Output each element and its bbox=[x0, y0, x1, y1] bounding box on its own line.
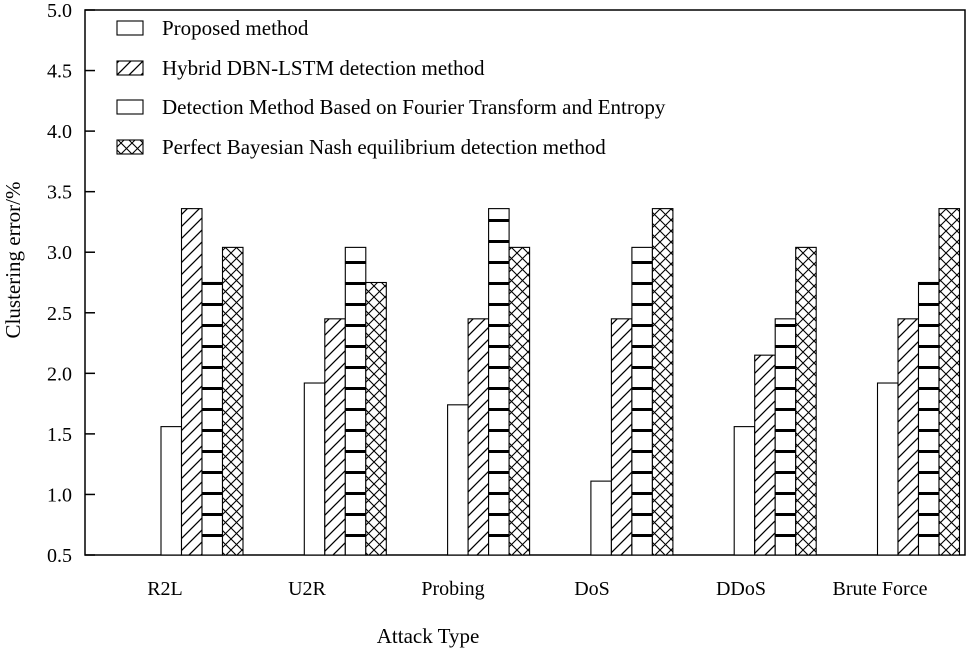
y-tick-label: 1.5 bbox=[47, 424, 72, 446]
bar-plain-dos bbox=[590, 480, 612, 556]
y-tick-label: 1.0 bbox=[47, 484, 72, 506]
y-tick-label: 4.5 bbox=[47, 61, 72, 83]
legend-swatch bbox=[116, 99, 144, 115]
bar-crosshatch-u2r bbox=[365, 281, 387, 556]
bar-diagonal-hatch-brute-force bbox=[897, 318, 920, 556]
bar-crosshatch-ddos bbox=[795, 246, 817, 556]
bar-plain-u2r bbox=[303, 382, 326, 556]
legend-label: Detection Method Based on Fourier Transf… bbox=[162, 95, 666, 119]
legend-swatch bbox=[116, 20, 144, 36]
bar-diagonal-hatch-r2l bbox=[180, 208, 203, 556]
bar-crosshatch-brute-force bbox=[938, 208, 961, 556]
x-category-label: DDoS bbox=[716, 578, 766, 600]
x-category-label: Brute Force bbox=[833, 578, 928, 600]
x-category-label: DoS bbox=[574, 578, 610, 600]
y-tick-label: 2.5 bbox=[47, 303, 72, 325]
x-category-label: Probing bbox=[421, 578, 484, 600]
bar-diagonal-hatch-u2r bbox=[324, 318, 346, 556]
x-category-label: R2L bbox=[147, 578, 183, 600]
bar-plain-brute-force bbox=[876, 382, 899, 556]
legend-label: Proposed method bbox=[162, 16, 309, 40]
bar-horizontal-lines-ddos bbox=[774, 318, 797, 556]
x-axis: R2L U2R Probing DoS DDoS Brute Force bbox=[147, 578, 927, 600]
legend-swatch bbox=[116, 60, 144, 76]
y-tick-label: 5.0 bbox=[47, 0, 72, 22]
bar-horizontal-lines-r2l bbox=[201, 281, 224, 556]
x-axis-title: Attack Type bbox=[377, 624, 480, 648]
legend-swatch bbox=[116, 139, 144, 155]
legend-label: Hybrid DBN-LSTM detection method bbox=[162, 56, 485, 80]
bar-horizontal-lines-probing bbox=[488, 208, 510, 556]
y-axis-title: Clustering error/% bbox=[1, 182, 25, 339]
bar-crosshatch-r2l bbox=[221, 246, 244, 556]
y-tick-label: 4.0 bbox=[47, 121, 72, 143]
bar-crosshatch-dos bbox=[651, 208, 674, 556]
bar-horizontal-lines-dos bbox=[631, 246, 653, 556]
legend-label: Perfect Bayesian Nash equilibrium detect… bbox=[162, 135, 606, 159]
y-tick-label: 3.5 bbox=[47, 182, 72, 204]
bar-diagonal-hatch-ddos bbox=[754, 354, 776, 556]
bar-diagonal-hatch-probing bbox=[467, 318, 490, 556]
bar-horizontal-lines-brute-force bbox=[917, 281, 940, 556]
bar-plain-r2l bbox=[160, 426, 183, 556]
bar-plain-probing bbox=[447, 404, 469, 556]
x-category-label: U2R bbox=[288, 578, 326, 600]
bar-crosshatch-probing bbox=[508, 246, 531, 556]
y-axis: 0.5 1.0 1.5 2.0 2.5 3.0 3.5 4.0 4.5 5.0 bbox=[47, 0, 95, 567]
bars bbox=[160, 208, 961, 556]
bar-plain-ddos bbox=[733, 426, 756, 556]
bar-horizontal-lines-u2r bbox=[344, 246, 367, 556]
y-tick-label: 3.0 bbox=[47, 242, 72, 264]
y-tick-label: 0.5 bbox=[47, 545, 72, 567]
bar-diagonal-hatch-dos bbox=[610, 318, 633, 556]
y-tick-label: 2.0 bbox=[47, 363, 72, 385]
